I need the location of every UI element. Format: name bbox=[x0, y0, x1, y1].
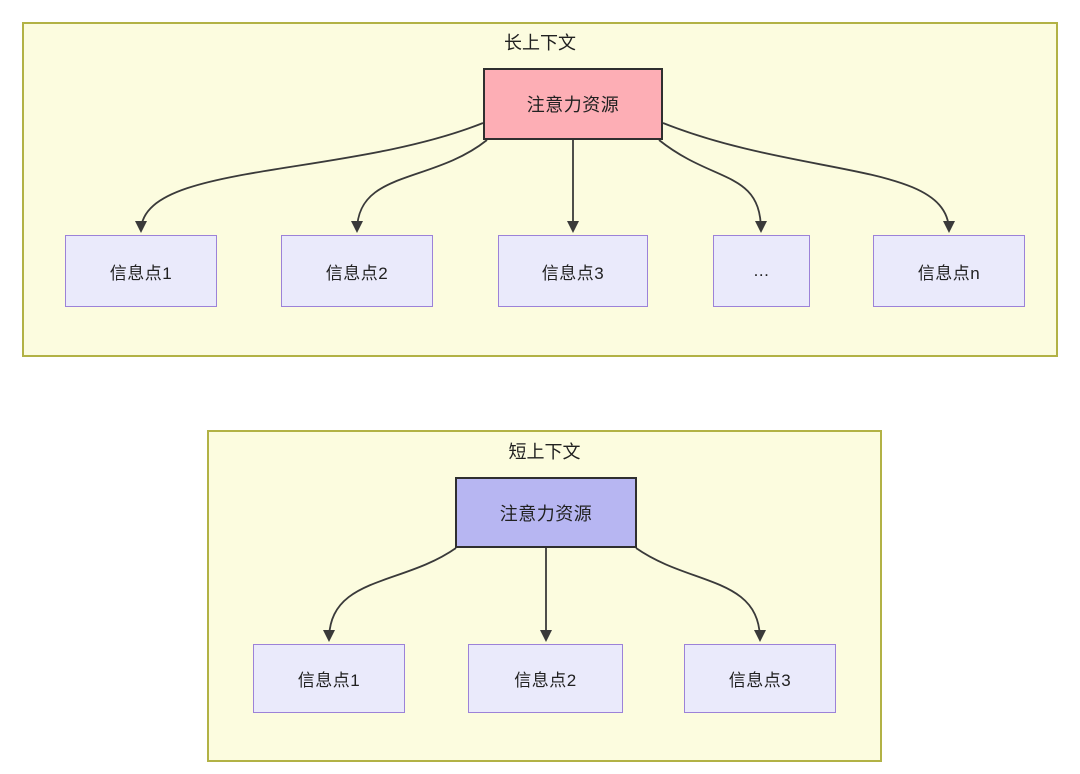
short-info-node-1-label: 信息点1 bbox=[297, 671, 361, 690]
long-context-title: 长上下文 bbox=[504, 33, 576, 53]
long-info-node-3-label: 信息点3 bbox=[541, 263, 605, 283]
long-info-node-2: 信息点2 bbox=[281, 235, 433, 307]
long-info-node-1-label: 信息点1 bbox=[109, 263, 173, 283]
long-info-node-2-label: 信息点2 bbox=[325, 263, 389, 283]
short-context-title: 短上下文 bbox=[508, 442, 581, 462]
long-info-node-3: 信息点3 bbox=[498, 235, 648, 307]
long-info-node-ellipsis: ... bbox=[713, 235, 810, 307]
short-info-node-3: 信息点3 bbox=[684, 644, 836, 713]
short-info-node-3-label: 信息点3 bbox=[728, 671, 792, 690]
short-info-node-1: 信息点1 bbox=[253, 644, 405, 713]
short-info-node-2: 信息点2 bbox=[468, 644, 623, 713]
long-info-node-n-label: 信息点n bbox=[917, 263, 981, 283]
long-attention-resource-label: 注意力资源 bbox=[526, 95, 620, 115]
long-info-node-1: 信息点1 bbox=[65, 235, 217, 307]
short-info-node-2-label: 信息点2 bbox=[514, 671, 577, 690]
short-attention-resource-label: 注意力资源 bbox=[499, 503, 593, 524]
long-info-node-n: 信息点n bbox=[873, 235, 1025, 307]
long-info-node-ellipsis-label: ... bbox=[753, 261, 770, 280]
long-attention-resource-box: 注意力资源 bbox=[483, 68, 663, 140]
short-attention-resource-box: 注意力资源 bbox=[455, 477, 637, 548]
